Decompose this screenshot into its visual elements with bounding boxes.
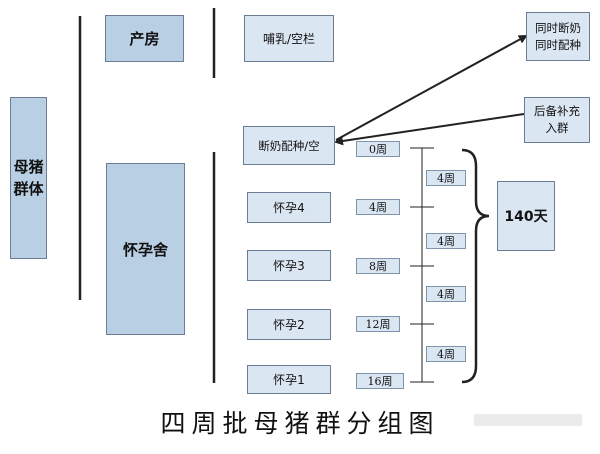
- farrowing-box: 产房: [105, 15, 184, 62]
- sync-wean-breed-box: 同时断奶 同时配种: [526, 12, 590, 61]
- week-tag-12: 12周: [356, 316, 400, 332]
- interval-tag-3: 4周: [426, 286, 466, 302]
- nursing-box: 哺乳/空栏: [244, 15, 334, 62]
- pregnancy-4-box: 怀孕4: [247, 192, 331, 223]
- replacement-box: 后备补充 入群: [524, 97, 590, 143]
- arrow-to-sync: [335, 35, 528, 141]
- bracket-140-days: [461, 148, 490, 384]
- arrow-from-replacement: [334, 113, 525, 146]
- interval-tag-1: 4周: [426, 170, 466, 186]
- pregnancy-3-box: 怀孕3: [247, 250, 331, 281]
- week-tag-0: 0周: [356, 141, 400, 157]
- weaning-box: 断奶配种/空: [243, 126, 335, 165]
- sow-group-box: 母猪 群体: [10, 97, 47, 259]
- week-tag-4: 4周: [356, 199, 400, 215]
- interval-tag-2: 4周: [426, 233, 466, 249]
- pregnancy-1-box: 怀孕1: [247, 365, 331, 394]
- total-140-days-box: 140天: [497, 181, 555, 251]
- pregnancy-2-box: 怀孕2: [247, 309, 331, 340]
- watermark: [474, 414, 582, 426]
- week-tag-16: 16周: [356, 373, 404, 389]
- interval-tag-4: 4周: [426, 346, 466, 362]
- gestation-box: 怀孕舍: [106, 163, 185, 335]
- diagram-caption: 四周批母猪群分组图: [160, 409, 440, 438]
- week-tag-8: 8周: [356, 258, 400, 274]
